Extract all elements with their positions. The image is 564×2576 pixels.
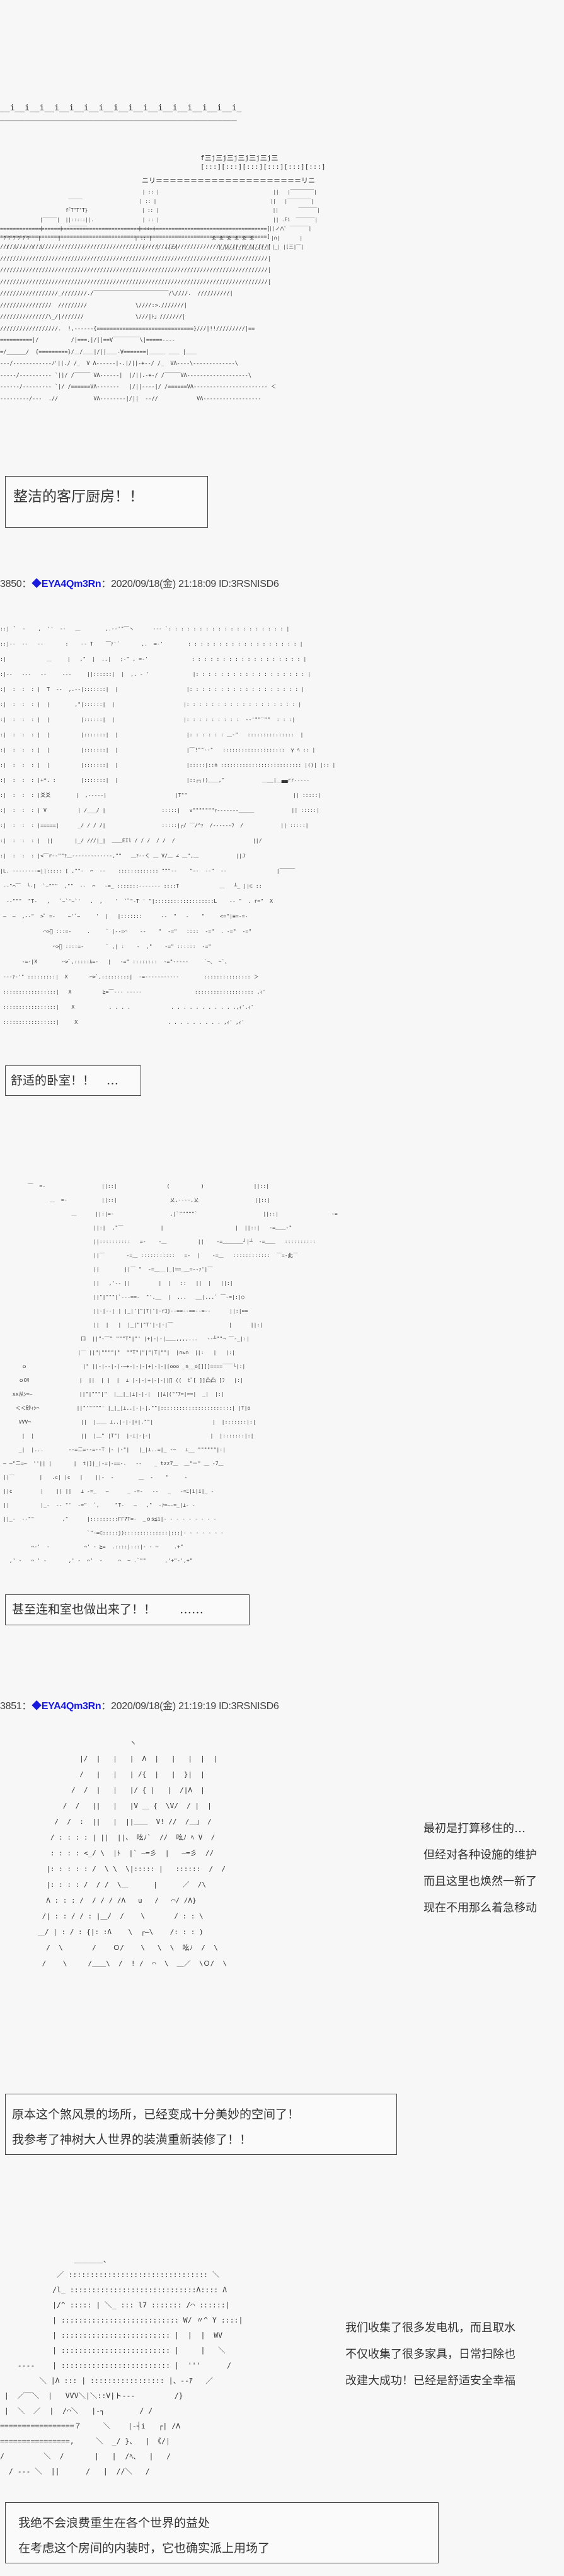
trip-diamond-icon: ◆ [32, 1701, 42, 1712]
ascii-art-washitsu: ￣ =- ||::| ( ) ||::| ＿ =- ||::| 乂,-‐‐-,乂… [3, 1183, 338, 1564]
scene-caption-bedroom: 舒适的卧室！！ … [5, 1065, 141, 1096]
separator: ： [101, 1701, 112, 1712]
ascii-art-kitchen-hood: ニリ＝＝＝＝＝＝＝＝＝＝＝＝＝＝＝＝＝＝＝＝＝リニ [142, 177, 315, 185]
trip-diamond-icon: ◆ [32, 579, 42, 589]
post-datetime-id: 2020/09/18(金) 21:18:09 ID:3RSNISD6 [111, 579, 279, 589]
narration-line: 不仅收集了很多家具，日常扫除也 [345, 2348, 515, 2361]
post-number: 3850 [0, 579, 22, 589]
post-header-3850: 3850：◆EYA4Qm3Rn：2020/09/18(金) 21:18:09 I… [0, 575, 279, 590]
caption-line: 原本这个煞风景的场所，已经变成十分美妙的空间了！ [12, 2108, 300, 2121]
caption-line: 甚至连和室也做出来了！！ …… [12, 1603, 204, 1616]
narration-side-text: 最初是打算移住的… 但经对各种设施的维护 而且这里也焕然一新了 现在不用那么着急… [423, 1816, 537, 1922]
ascii-art-kitchen-body: | :: | || |￣￣￣￣￣| ￣￣￣ | :: | || |￣￣￣￣￣| … [0, 189, 320, 250]
caption-line: 我参考了神树大人世界的装潢重新装修了！！ [12, 2133, 252, 2147]
ascii-art-generator: ＿＿＿＿、 ／ ::::::::::::::::::::::::::::::::… [0, 2255, 243, 2476]
ascii-art-characters-room: ヽ |/ | | | Λ | | | | | / | | | /{ | | }|… [38, 1739, 227, 1968]
scene-caption-generators: 我绝不会浪费重生在各个世界的益处 在考虑这个房间的内装时，它也确实派上用场了 [5, 2502, 439, 2563]
narration-line: 我们收集了很多发电机，而且取水 [345, 2321, 515, 2335]
ascii-art-kitchen-counter: ========================================… [0, 226, 270, 240]
ascii-art-bedroom: ::| ﾞ - , '' -- ＿ ,.-‐'"￣ヽ ‐-- `: : : : … [0, 625, 336, 1025]
post-datetime-id: 2020/09/18(金) 21:19:19 ID:3RSNISD6 [111, 1701, 279, 1712]
separator: ： [101, 579, 112, 589]
caption-line: 舒适的卧室！！ … [11, 1074, 119, 1088]
post-number: 3851 [0, 1701, 22, 1712]
separator: ： [21, 579, 32, 589]
scene-caption-washitsu: 甚至连和室也做出来了！！ …… [5, 1594, 250, 1625]
ascii-art-kitchen-ceiling: __i__i__i__i__i__i__i__i__i__i__i__i__i_… [0, 103, 242, 122]
scene-caption-kitchen: 整洁的客厅厨房！！ [5, 476, 208, 528]
ascii-art-kitchen-shelf: f三j三j三j三j三j三j三 [:::][:::][:::][:::][:::]… [200, 154, 326, 171]
narration-line: 最初是打算移住的… [423, 1822, 526, 1835]
narration-line: 现在不用那么着急移动 [423, 1901, 537, 1915]
post-author-trip[interactable]: EYA4Qm3Rn [41, 579, 101, 589]
narration-side-text: 我们收集了很多发电机，而且取水 不仅收集了很多家具，日常扫除也 改建大成功！已经… [345, 2315, 515, 2394]
scene-caption-renovation: 原本这个煞风景的场所，已经变成十分美妙的空间了！ 我参考了神树大人世界的装潢重新… [5, 2094, 397, 2155]
caption-line: 整洁的客厅厨房！！ [13, 489, 144, 505]
post-author-trip[interactable]: EYA4Qm3Rn [41, 1701, 101, 1712]
caption-line: 在考虑这个房间的内装时，它也确实派上用场了 [18, 2541, 270, 2555]
ascii-art-kitchen-floor: ////////////////////////////////////////… [0, 244, 277, 402]
separator: ： [21, 1701, 32, 1712]
narration-line: 改建大成功！已经是舒适安全幸福 [345, 2374, 515, 2387]
narration-line: 但经对各种设施的维护 [423, 1848, 537, 1862]
post-header-3851: 3851：◆EYA4Qm3Rn：2020/09/18(金) 21:19:19 I… [0, 1697, 279, 1712]
caption-line: 我绝不会浪费重生在各个世界的益处 [18, 2516, 210, 2530]
narration-line: 而且这里也焕然一新了 [423, 1875, 537, 1888]
